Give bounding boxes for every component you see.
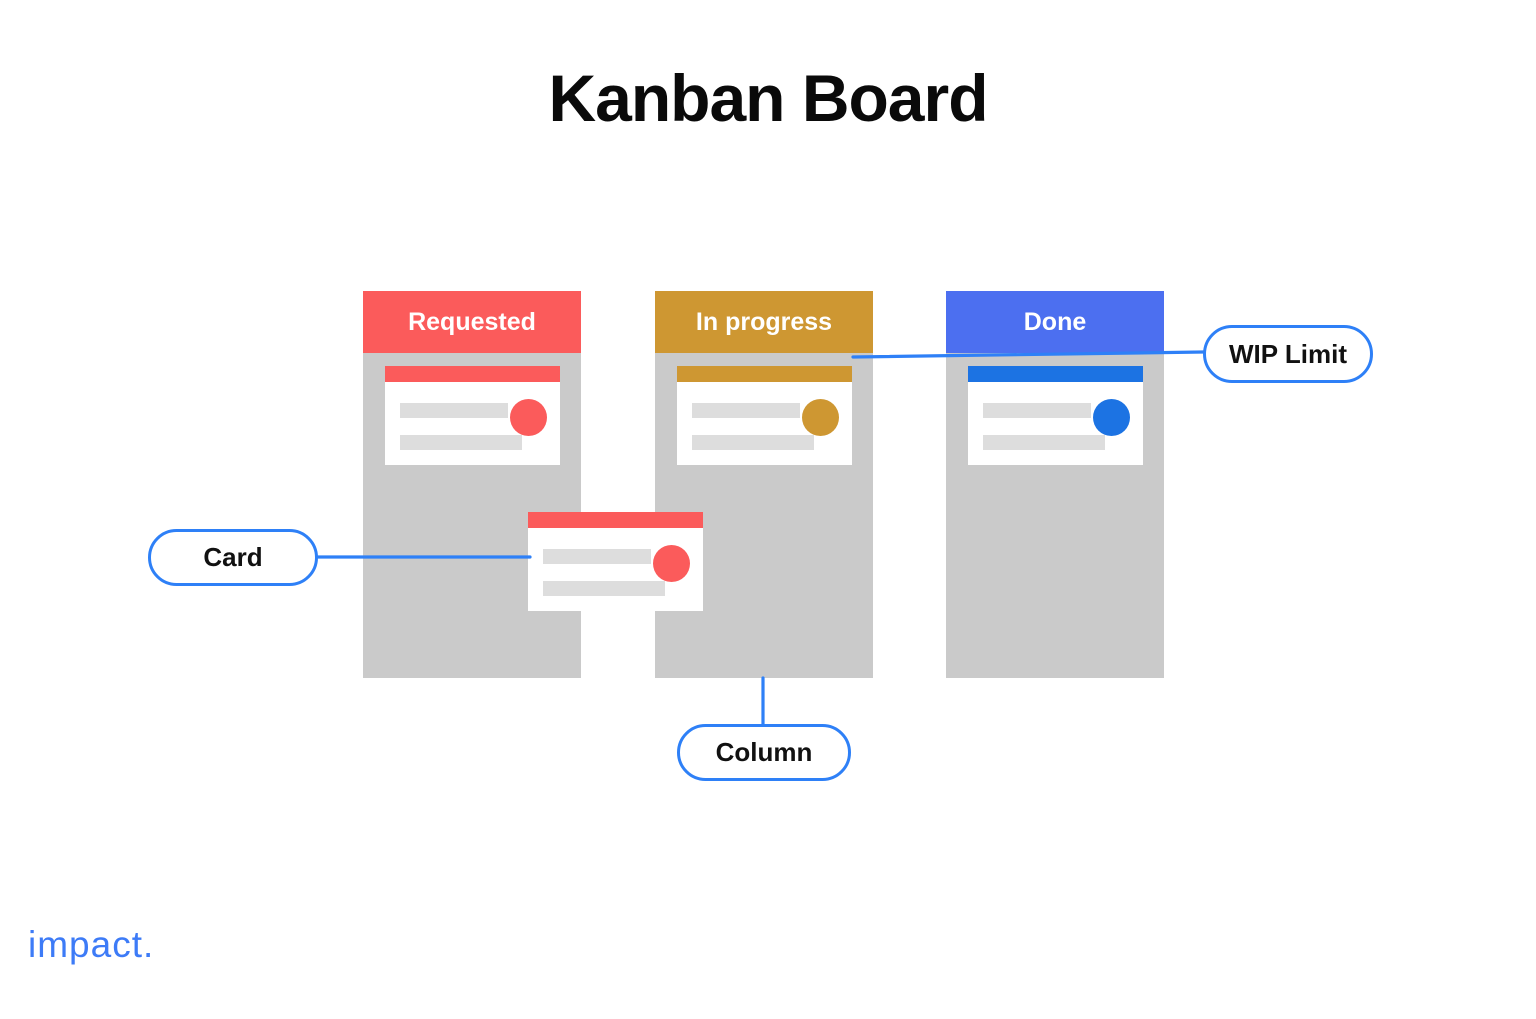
card-avatar-circle [1093,399,1130,436]
impact-logo: impact. [28,924,155,965]
card-text-placeholder [400,403,508,418]
column-header-done: Done [946,291,1164,353]
column-header-in-progress: In progress [655,291,873,353]
card-avatar-circle [802,399,839,436]
card-text-placeholder [543,581,665,596]
kanban-column-in-progress: In progress [655,291,873,678]
wip-limit-callout-label: WIP Limit [1229,338,1347,369]
floating-example-card [528,512,703,611]
column-header-requested: Requested [363,291,581,353]
card-callout-pill: Card [148,529,318,586]
card-color-stripe [968,366,1143,382]
card-text-placeholder [692,435,814,450]
card-text-placeholder [983,435,1105,450]
card-text-placeholder [400,435,522,450]
wip-limit-callout-pill: WIP Limit [1203,325,1373,383]
card-avatar-circle [653,545,690,582]
card-avatar-circle [510,399,547,436]
page-title: Kanban Board [548,61,988,135]
card-color-stripe [677,366,852,382]
kanban-column-requested: Requested [363,291,581,678]
card-color-stripe [528,512,703,528]
column-body-done [946,353,1164,678]
card-text-placeholder [692,403,800,418]
card-text-placeholder [983,403,1091,418]
card-text-placeholder [543,549,651,564]
column-callout-pill: Column [677,724,851,781]
kanban-card-requested [385,366,560,465]
kanban-card-in-progress [677,366,852,465]
kanban-column-done: Done [946,291,1164,678]
card-callout-label: Card [203,542,263,572]
card-color-stripe [385,366,560,382]
kanban-card-done [968,366,1143,465]
column-callout-label: Column [715,737,813,767]
